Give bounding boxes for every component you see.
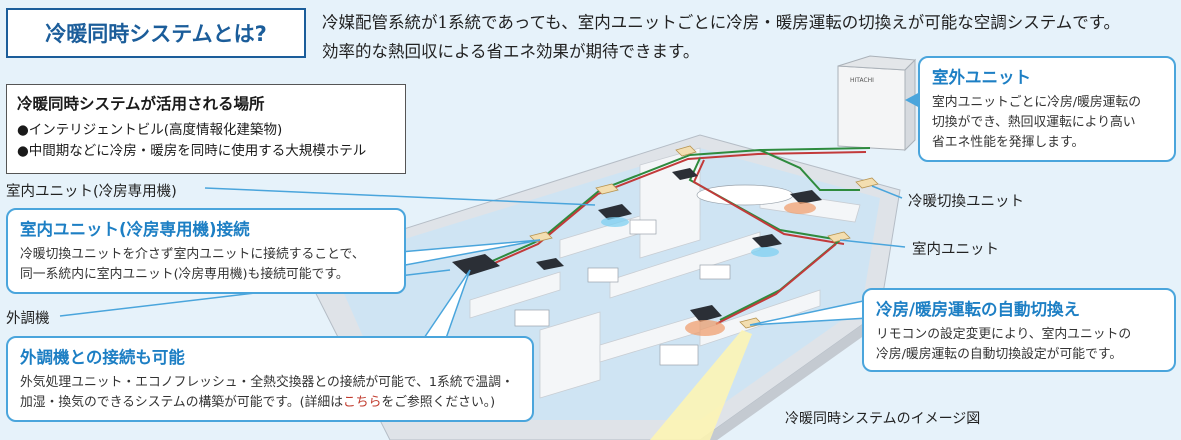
callout-text-line: 加湿・換気のできるシステムの構築が可能です。(詳細はこちらをご参照ください。) xyxy=(20,393,520,413)
intro-text: 冷媒配管系統が1系統であっても、室内ユニットごとに冷房・暖房運転の切換えが可能な… xyxy=(322,8,1178,66)
label-indoor-cooling-unit: 室内ユニット(冷房専用機) xyxy=(6,184,177,200)
callout-text-line: 冷暖切換ユニットを介さず室内ユニットに接続することで、 xyxy=(20,247,365,262)
building-floor-edge xyxy=(390,312,886,440)
office-desks xyxy=(514,184,794,366)
callout-text-line: リモコンの設定変更により、室内ユニットの xyxy=(876,327,1132,342)
callout-text-line: 切換ができ、熱回収運転により高い xyxy=(932,115,1136,130)
usage-places-heading: 冷暖同時システムが活用される場所 xyxy=(17,95,265,113)
intro-line-1: 冷媒配管系統が1系統であっても、室内ユニットごとに冷房・暖房運転の切換えが可能な… xyxy=(322,13,1121,32)
label-indoor-unit: 室内ユニット xyxy=(912,242,999,258)
callout-text-line: 室内ユニットごとに冷房/暖房運転の xyxy=(932,95,1142,110)
callout-outdoor-unit: 室外ユニット 室内ユニットごとに冷房/暖房運転の 切換ができ、熱回収運転により高… xyxy=(918,56,1176,162)
page-title: 冷暖同時システムとは? xyxy=(6,8,306,58)
switch-units xyxy=(529,145,879,329)
callout-auto-switch: 冷房/暖房運転の自動切換え リモコンの設定変更により、室内ユニットの 冷房/暖房… xyxy=(862,288,1176,372)
label-air-conditioner: 外調機 xyxy=(6,311,50,327)
callout-heading: 冷房/暖房運転の自動切換え xyxy=(876,300,1081,319)
callout-heading: 外調機との接続も可能 xyxy=(20,348,185,367)
callout-text-line: 外気処理ユニット・エコノフレッシュ・全熱交換器との接続が可能で、1系統で温調・ xyxy=(20,375,514,390)
usage-place-item: ●中間期などに冷房・暖房を同時に使用する大規模ホテル xyxy=(17,143,367,159)
airflow xyxy=(601,202,816,336)
usage-places-box: 冷暖同時システムが活用される場所 ●インテリジェントビル(高度情報化建築物) ●… xyxy=(6,84,406,174)
callout-text: 加湿・換気のできるシステムの構築が可能です。(詳細は xyxy=(20,395,343,410)
figure-caption: 冷暖同時システムのイメージ図 xyxy=(785,411,981,427)
callout-text-line: 省エネ性能を発揮します。 xyxy=(932,135,1085,150)
remote-beam xyxy=(650,330,752,440)
callout-cooling-only-connection: 室内ユニット(冷房専用機)接続 冷暖切換ユニットを介さず室内ユニットに接続するこ… xyxy=(6,208,406,294)
outdoor-unit: HITACHI xyxy=(837,55,917,152)
callout-text-line: 冷房/暖房運転の自動切換設定が可能です。 xyxy=(876,347,1123,362)
callout-heading: 室内ユニット(冷房専用機)接続 xyxy=(20,220,250,239)
label-switch-unit: 冷暖切換ユニット xyxy=(908,194,1024,210)
svg-text:HITACHI: HITACHI xyxy=(850,77,874,84)
intro-line-2: 効率的な熱回収による省エネ効果が期待できます。 xyxy=(322,42,700,61)
refrigerant-piping xyxy=(487,147,871,325)
details-link[interactable]: こちら xyxy=(343,395,382,410)
pointer-outdoor xyxy=(905,92,920,108)
callout-external-connection: 外調機との接続も可能 外気処理ユニット・エコノフレッシュ・全熱交換器との接続が可… xyxy=(6,336,534,422)
callout-text-line: 同一系統内に室内ユニット(冷房専用機)も接続可能です。 xyxy=(20,267,349,282)
indoor-units xyxy=(452,168,822,322)
callout-heading: 室外ユニット xyxy=(932,68,1031,87)
callout-text: をご参照ください。) xyxy=(381,395,496,410)
usage-place-item: ●インテリジェントビル(高度情報化建築物) xyxy=(17,122,283,138)
